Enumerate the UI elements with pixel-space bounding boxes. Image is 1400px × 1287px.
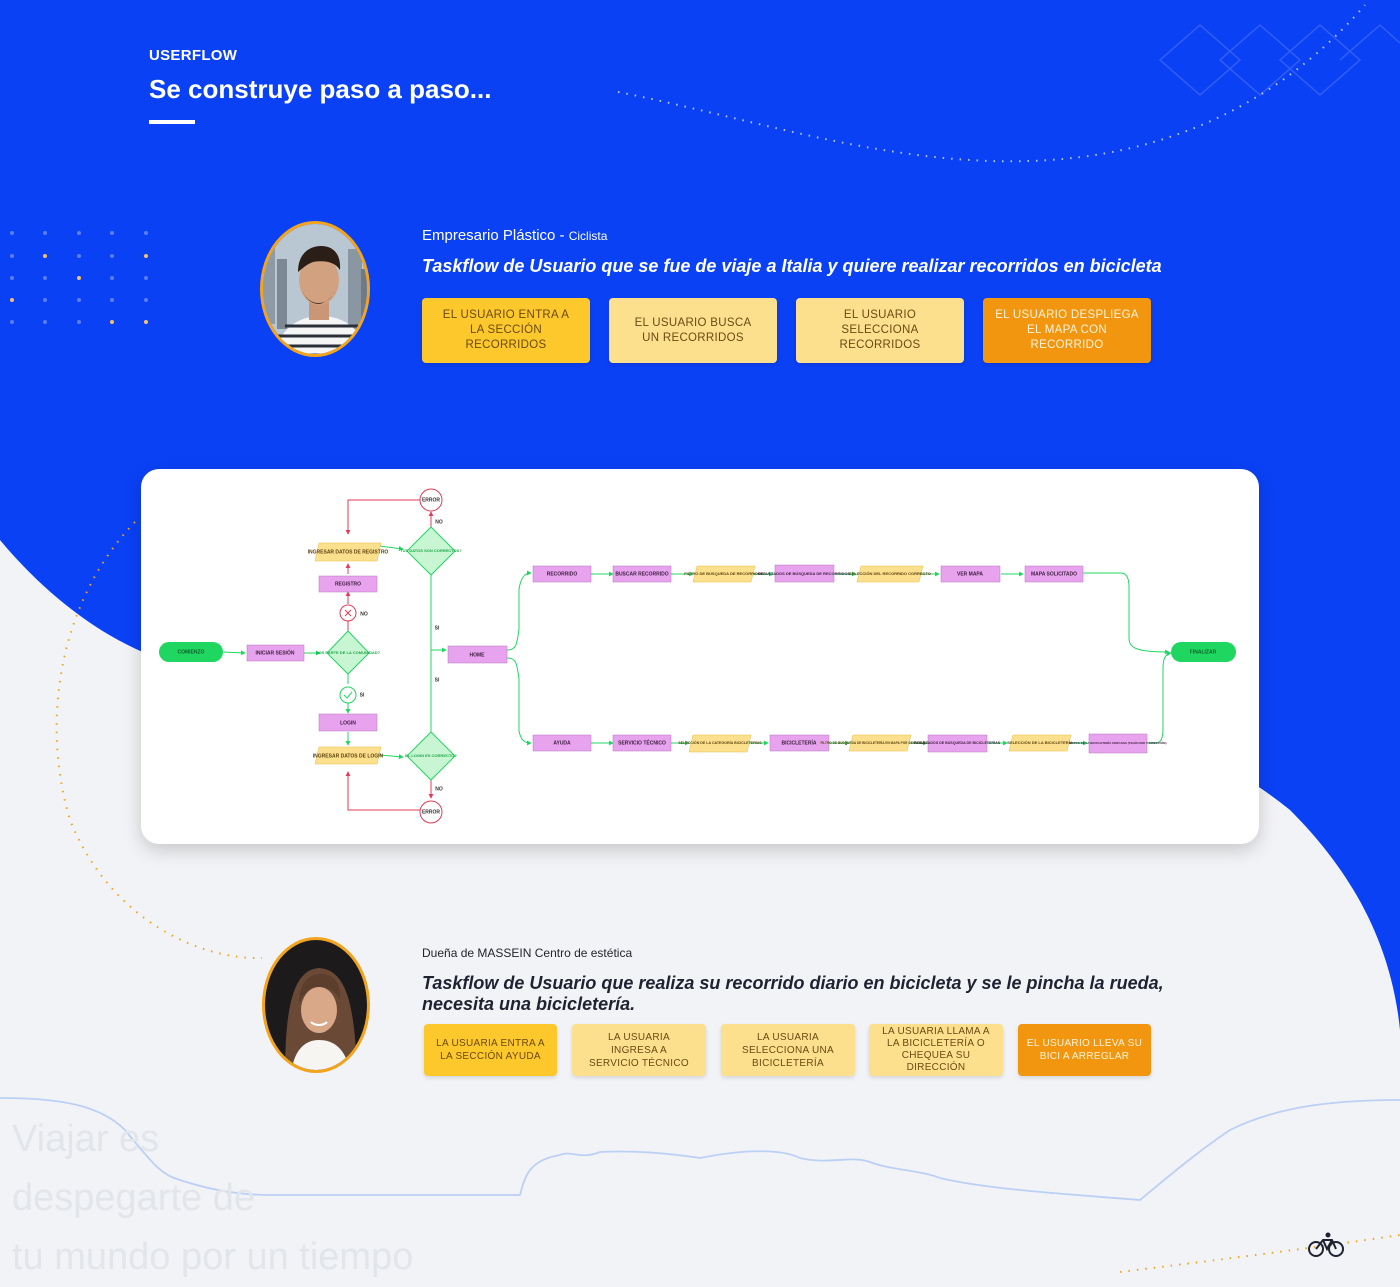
flow-start-label: COMIENZO: [178, 649, 205, 655]
label-si-2: SI: [435, 625, 440, 631]
bottom-node-1: [532, 734, 592, 752]
flow-start: [159, 642, 223, 662]
decision-login: [406, 731, 456, 781]
bottom-node-5: [848, 734, 912, 752]
section-title: Se construye paso a paso...: [149, 74, 492, 104]
top-node-4-label: RESULTADOS DE BÚSQUEDA DE RECORRIDOS: [758, 571, 851, 576]
decision-data-label: TUS DATOS SON CORRECTOS?: [400, 548, 462, 553]
top-node-3: [692, 565, 756, 583]
bottom-node-1-label: AYUDA: [553, 740, 571, 746]
top-node-7-label: MAPA SOLICITADO: [1031, 571, 1077, 577]
node-registro-label: REGISTRO: [335, 581, 361, 587]
node-login-label: LOGIN: [340, 720, 356, 726]
decision-login-label: EL LOGIN ES CORRECTO?: [405, 753, 457, 758]
persona1-step-3: EL USUARIO SELECCIONA RECORRIDOS: [796, 298, 964, 363]
bottom-node-7: [1008, 734, 1072, 752]
node-iniciar-sesion: [246, 644, 305, 662]
persona2-step-2: LA USUARIA INGRESA A SERVICIO TÉCNICO: [572, 1024, 706, 1076]
node-ingresar-login: [314, 746, 382, 765]
persona1-taskflow: Taskflow de Usuario que se fue de viaje …: [422, 256, 1162, 276]
node-home: [447, 645, 508, 664]
label-no-2: NO: [435, 519, 443, 525]
bottom-node-8-label: DATOS DE LA BICICLETERÍA CERCANA (TELÉFO…: [1070, 740, 1167, 745]
bottom-node-3: [688, 734, 752, 753]
top-node-2-label: BUSCAR RECORRIDO: [615, 571, 668, 577]
accept-icon: [339, 686, 357, 704]
persona2-taskflow-1: Taskflow de Usuario que realiza su recor…: [422, 973, 1164, 993]
bottom-node-2: [612, 734, 672, 752]
node-iniciar-sesion-label: INICIAR SESIÓN: [256, 648, 295, 656]
top-node-5: [856, 565, 924, 583]
decision-data: [406, 526, 456, 576]
ghost-line-3: tu mundo por un tiempo: [12, 1236, 414, 1278]
decision-member-label: SOS PARTE DE LA COMUNIDAD?: [316, 650, 381, 655]
error-node-top-label: ERROR: [422, 497, 440, 503]
bottom-node-4: [769, 734, 830, 752]
flow-end-label: FINALIZAR: [1190, 649, 1217, 655]
bottom-node-8: [1088, 733, 1148, 754]
title-underline: [149, 120, 195, 124]
ghost-line-2: despegarte de: [12, 1177, 255, 1219]
top-node-5-label: SELECCIÓN DEL RECORRIDO CORRECTO: [849, 571, 931, 576]
error-node-bottom-label: ERROR: [422, 809, 440, 815]
persona1-step-1: EL USUARIO ENTRA A LA SECCIÓN RECORRIDOS: [422, 298, 590, 363]
error-node-top: [419, 488, 443, 512]
bottom-node-5-label: FILTRO DE BÚSQUEDA DE BICICLETERÍA EN MA…: [820, 740, 940, 745]
top-node-1-label: RECORRIDO: [547, 571, 578, 577]
persona2-step-5: EL USUARIO LLEVA SU BICI A ARREGLAR: [1018, 1024, 1151, 1076]
top-node-2: [612, 565, 672, 583]
top-node-6: [940, 565, 1001, 583]
persona1-role-main: Empresario Plástico -: [422, 227, 569, 244]
bottom-node-3-label: SELECCIÓN DE LA CATEGORÍA BICICLETERÍAS: [678, 740, 762, 745]
flow-end: [1171, 642, 1236, 662]
top-node-6-label: VER MAPA: [957, 571, 983, 577]
persona2-taskflow-2: necesita una bicicletería.: [422, 994, 636, 1014]
userflow-diagram: COMIENZO FINALIZAR INICIAR SESIÓN SOS PA…: [159, 488, 1236, 824]
node-registro: [318, 575, 378, 593]
node-ingresar-login-label: INGRESAR DATOS DE LOGIN: [313, 753, 384, 759]
persona2-step-1: LA USUARIA ENTRA A LA SECCIÓN AYUDA: [424, 1024, 557, 1076]
bottom-node-6: [927, 734, 988, 753]
top-node-4: [774, 564, 835, 583]
node-home-label: HOME: [470, 652, 486, 658]
persona2-avatar: [262, 937, 370, 1073]
top-node-3-label: FILTRO DE BÚSQUEDA DE RECORRIDOS: [684, 571, 764, 576]
footer-ghost-text: Viajar es despegarte de tu mundo por un …: [12, 1110, 413, 1287]
label-si-1: SI: [360, 692, 365, 698]
bicycle-icon: [1308, 1232, 1344, 1257]
persona2-step-4: LA USUARIA LLAMA A LA BICICLETERÍA O CHE…: [869, 1024, 1003, 1076]
top-node-1: [532, 565, 592, 583]
label-si-3: SI: [435, 677, 440, 683]
node-ingresar-registro-label: INGRESAR DATOS DE REGISTRO: [308, 549, 389, 555]
top-node-7: [1024, 565, 1084, 583]
persona2-step-3: LA USUARIA SELECCIONA UNA BICICLETERÍA: [721, 1024, 855, 1076]
bottom-node-7-label: SELECCIÓN DE LA BICICLETERÍA: [1007, 740, 1073, 745]
persona1-role: Empresario Plástico - Ciclista: [422, 227, 607, 244]
section-eyebrow: USERFLOW: [149, 47, 238, 64]
node-login: [318, 713, 378, 732]
persona2-photo: [265, 940, 367, 1070]
persona1-role-sub: Ciclista: [568, 229, 608, 243]
bottom-node-2-label: SERVICIO TÉCNICO: [618, 738, 666, 746]
persona1-avatar: [260, 221, 370, 357]
decision-member: [326, 630, 370, 675]
persona1-step-2: EL USUARIO BUSCA UN RECORRIDOS: [609, 298, 777, 363]
node-ingresar-registro: [314, 542, 382, 562]
label-no-1: NO: [360, 611, 368, 617]
persona2-role: Dueña de MASSEIN Centro de estética: [422, 946, 633, 960]
ghost-line-1: Viajar es: [12, 1118, 160, 1160]
persona1-step-4: EL USUARIO DESPLIEGA EL MAPA CON RECORRI…: [983, 298, 1151, 363]
bottom-node-6-label: RESULTADOS DE BÚSQUEDA DE BICICLETERÍAS: [914, 740, 1001, 745]
bottom-node-4-label: BICICLETERÍA: [782, 738, 817, 746]
label-no-3: NO: [435, 786, 443, 792]
error-node-bottom: [419, 800, 443, 824]
userflow-card: COMIENZO FINALIZAR INICIAR SESIÓN SOS PA…: [141, 469, 1259, 844]
